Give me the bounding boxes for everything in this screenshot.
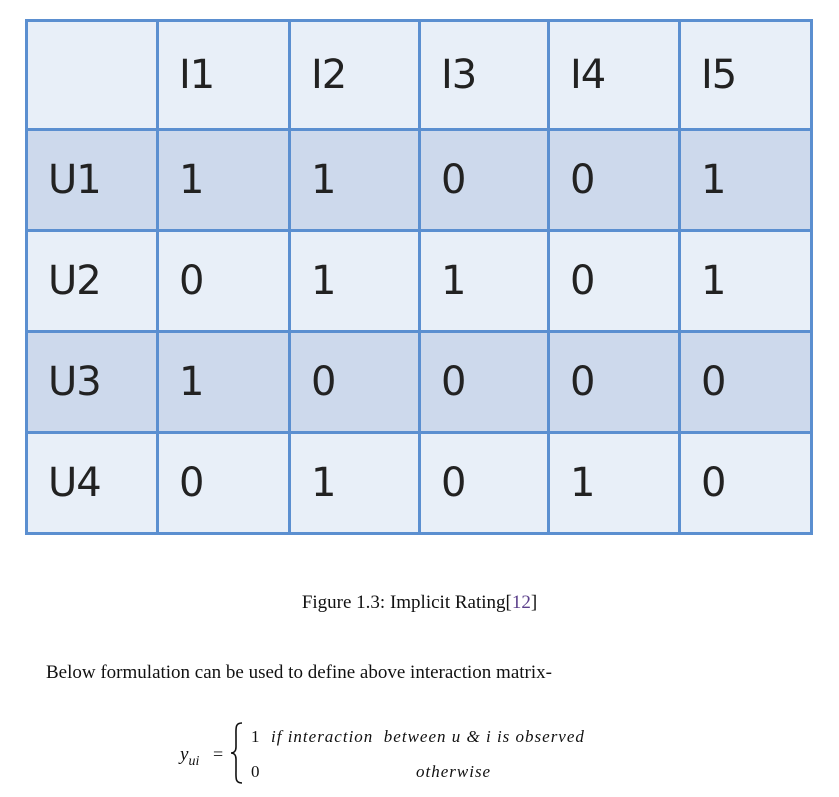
header-cell: I2 [288,19,421,131]
formula-lhs: yui [180,744,199,770]
table-cell: 0 [418,431,550,535]
header-cell: I1 [156,19,291,131]
caption-close-bracket: ] [530,592,538,613]
citation-link[interactable]: 12 [511,592,531,613]
row-label: U1 [25,128,159,232]
left-brace-icon [230,722,243,784]
table-row: U4 0 1 0 1 0 [25,431,813,535]
table-cell: 1 [418,229,550,333]
table-cell: 1 [288,229,421,333]
table-cell: 0 [547,128,681,232]
case-value: 1 [251,727,261,746]
table-cell: 1 [678,128,813,232]
table-cell: 0 [288,330,421,434]
table-cell: 0 [547,229,681,333]
case-condition: if interaction between u & i is observed [271,727,585,746]
table-cell: 0 [156,431,291,535]
table-cell: 0 [547,330,681,434]
row-label: U4 [25,431,159,535]
formula-subscript: ui [188,753,200,769]
caption-text: Figure 1.3: Implicit Rating[ [301,592,512,613]
table-row: U3 1 0 0 0 0 [25,330,813,434]
header-cell: I3 [418,19,550,131]
row-label: U2 [25,229,159,333]
table-cell: 0 [418,330,550,434]
header-cell: I4 [547,19,681,131]
case-value: 0 [251,762,260,781]
figure-caption: Figure 1.3: Implicit Rating[12] [0,592,839,614]
body-paragraph: Below formulation can be used to define … [46,662,552,683]
formula-equals: = [213,744,224,764]
table-cell: 1 [156,128,291,232]
table-row: U1 1 1 0 0 1 [25,128,813,232]
table-cell: 0 [418,128,550,232]
formula-case-otherwise: 0 [251,762,260,782]
table-cell: 0 [678,431,813,535]
table-cell: 0 [678,330,813,434]
case-condition: otherwise [416,762,492,781]
header-cell: I5 [678,19,813,131]
table-header-row: I1 I2 I3 I4 I5 [25,19,813,131]
formula-variable: y [180,744,189,765]
table-cell: 1 [288,128,421,232]
interaction-matrix-table: I1 I2 I3 I4 I5 U1 1 1 0 0 1 U2 0 1 1 0 1… [25,19,813,535]
table-cell: 1 [156,330,291,434]
formula-case-observed: 1 if interaction between u & i is observ… [251,727,585,747]
table-cell: 1 [288,431,421,535]
table-row: U2 0 1 1 0 1 [25,229,813,333]
table-cell: 1 [547,431,681,535]
row-label: U3 [25,330,159,434]
table-cell: 0 [156,229,291,333]
header-cell [25,19,159,131]
table-cell: 1 [678,229,813,333]
